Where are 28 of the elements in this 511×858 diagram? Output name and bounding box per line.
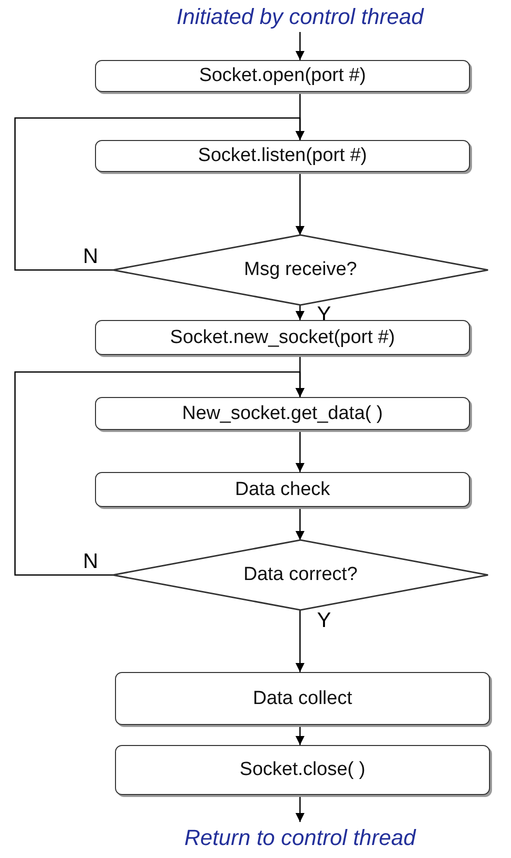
step-label: Socket.listen(port #)	[198, 145, 367, 167]
arrow	[296, 430, 304, 472]
process-box	[95, 320, 470, 355]
arrow	[296, 725, 304, 745]
terminal-note: Return to control thread	[184, 825, 416, 851]
process-box	[95, 397, 470, 430]
step-label: Data correct?	[243, 564, 358, 586]
step-label: Socket.close( )	[240, 759, 366, 781]
process-box	[115, 672, 490, 725]
step-label: Data check	[234, 478, 330, 500]
arrow	[14, 117, 304, 271]
arrow	[296, 610, 304, 672]
step-label: Socket.open(port #)	[199, 65, 366, 87]
step-label: Msg receive?	[244, 259, 357, 281]
arrow	[296, 32, 304, 60]
step-label: Data collect	[252, 688, 352, 710]
process-box	[95, 472, 470, 507]
step-label: New_socket.get_data( )	[182, 402, 383, 424]
step-label: Socket.new_socket(port #)	[170, 326, 395, 348]
process-box	[95, 140, 470, 172]
arrow	[296, 305, 304, 320]
arrow	[296, 172, 304, 235]
arrow	[296, 795, 304, 822]
arrow	[14, 371, 304, 576]
arrow	[296, 507, 304, 540]
process-box	[115, 745, 490, 795]
terminal-note: Initiated by control thread	[176, 4, 424, 30]
process-box	[95, 60, 470, 92]
